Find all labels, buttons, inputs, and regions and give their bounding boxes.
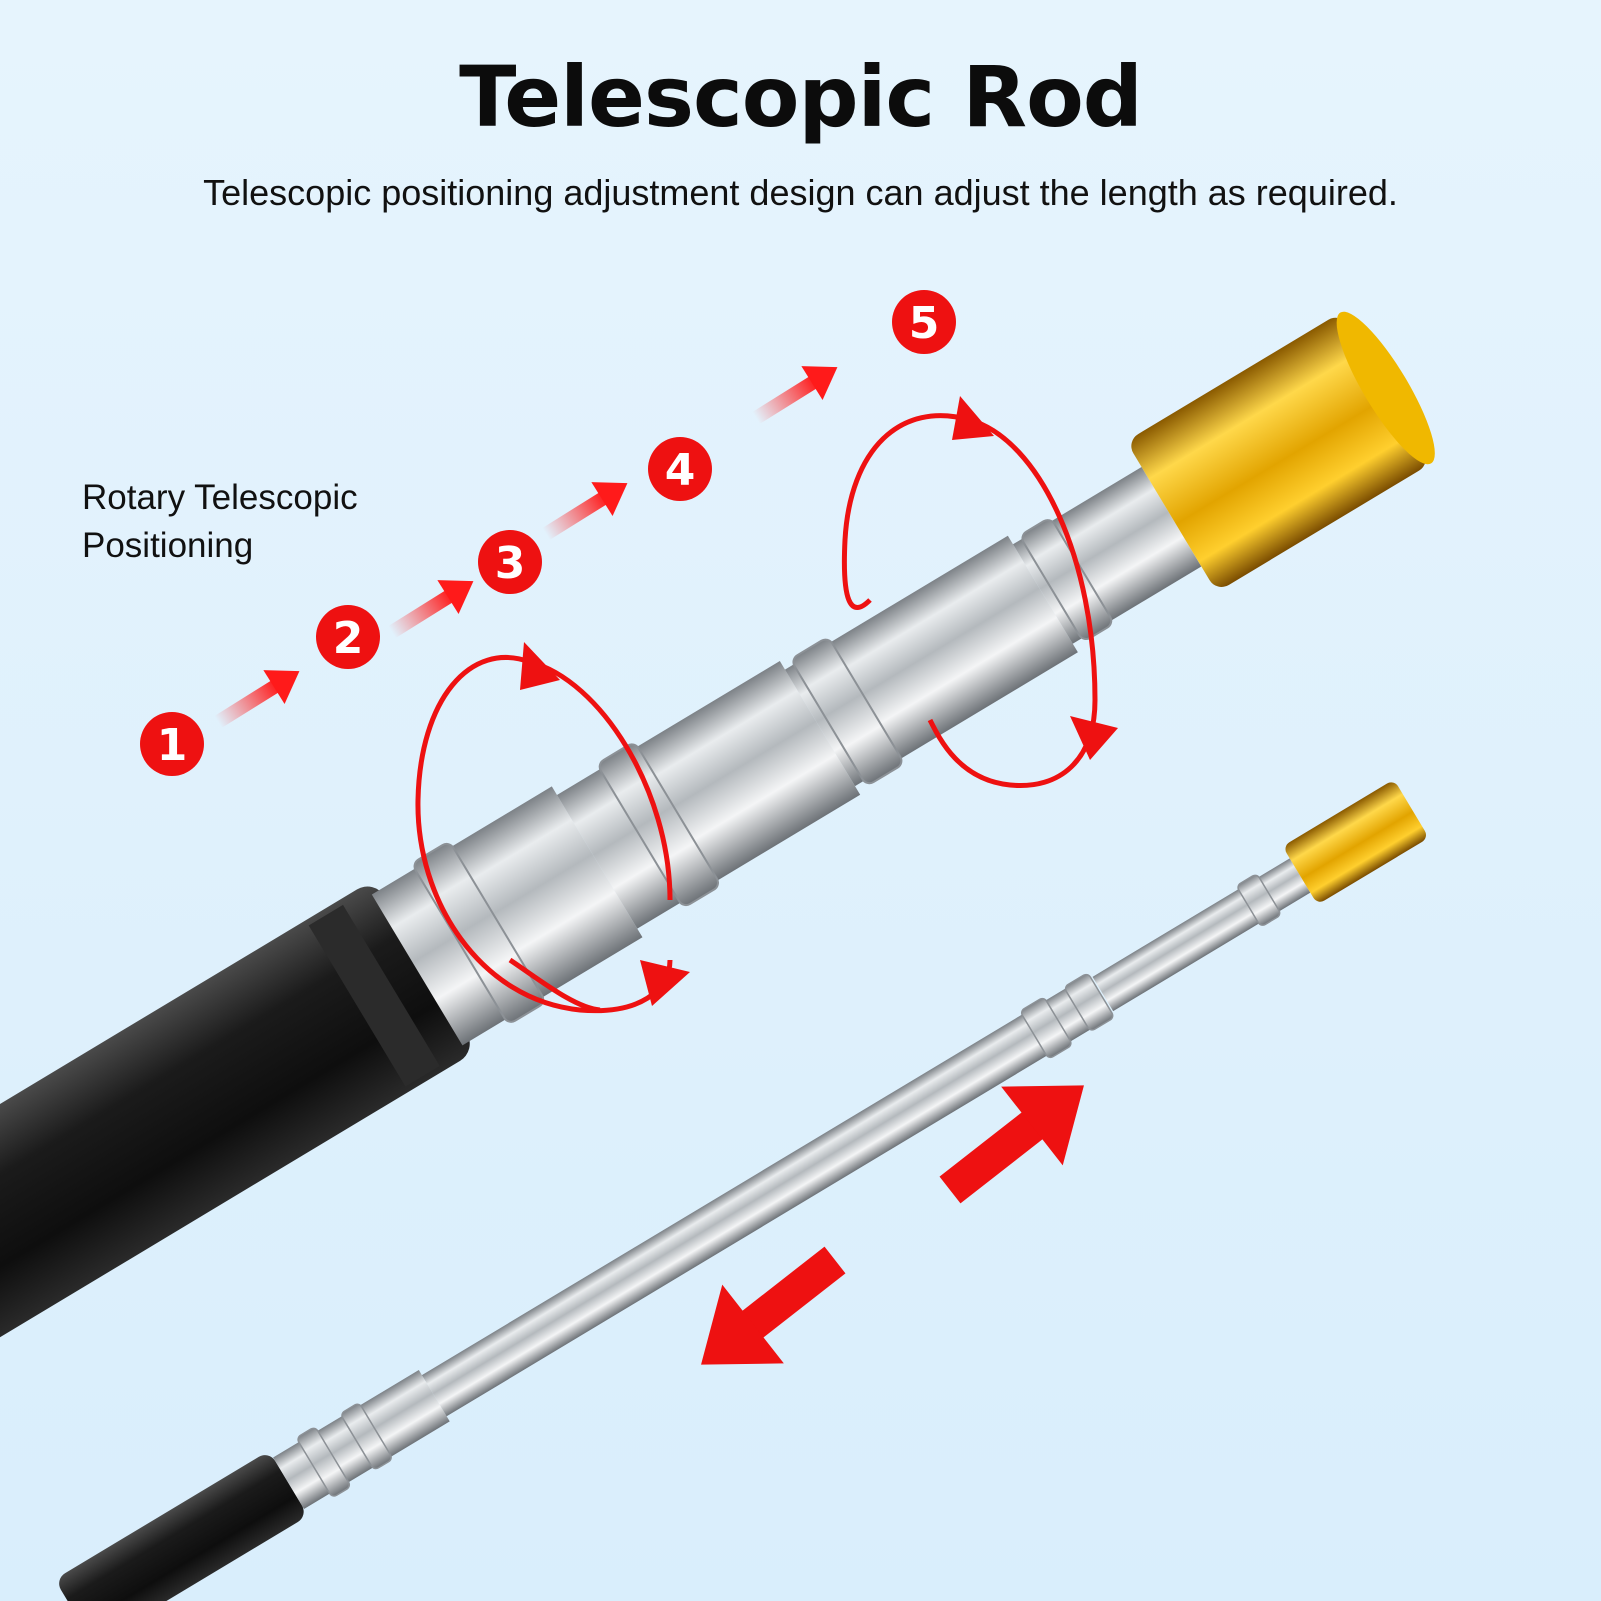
- rotation-arrowhead-left-2: [640, 960, 690, 1006]
- step-badge-2: 2: [316, 605, 380, 669]
- rotation-arrow-left: [415, 655, 673, 1014]
- step-badge-5: 5: [892, 290, 956, 354]
- step-badge-1-label: 1: [157, 720, 188, 771]
- rotation-arrowhead-right-1: [952, 396, 994, 440]
- large-rod-handle: [0, 886, 470, 1373]
- rotation-arrowhead-right-2: [1070, 716, 1118, 760]
- small-rod: [59, 782, 1426, 1601]
- caption-line-1: Rotary Telescopic: [82, 478, 358, 517]
- small-rod-gold-cap: [1285, 782, 1426, 902]
- large-rod: [0, 311, 1435, 1373]
- large-rod-section-1: [371, 786, 643, 1046]
- step-arrows: [214, 366, 838, 728]
- small-rod-section-2: [421, 983, 1099, 1417]
- page-subtitle: Telescopic positioning adjustment design…: [203, 172, 1398, 213]
- step-badge-2-label: 2: [333, 613, 364, 664]
- page-title: Telescopic Rod: [459, 48, 1143, 146]
- rotary-caption: Rotary Telescopic Positioning: [82, 474, 442, 570]
- rotation-arrowhead-left-1: [520, 642, 560, 690]
- step-badge-3: 3: [478, 530, 542, 594]
- large-rod-gold-cap: [1131, 317, 1426, 587]
- retract-arrow: [701, 1246, 846, 1365]
- extend-arrow: [939, 1085, 1084, 1204]
- small-rod-section-3: [1092, 858, 1311, 1012]
- step-badge-5-label: 5: [909, 298, 940, 349]
- large-rod-section-2: [556, 661, 861, 929]
- step-badge-3-label: 3: [495, 538, 526, 589]
- small-rod-handle: [59, 1455, 304, 1601]
- step-badge-4-label: 4: [665, 445, 696, 496]
- step-badge-1: 1: [140, 712, 204, 776]
- caption-line-2: Positioning: [82, 526, 254, 565]
- step-badge-4: 4: [648, 437, 712, 501]
